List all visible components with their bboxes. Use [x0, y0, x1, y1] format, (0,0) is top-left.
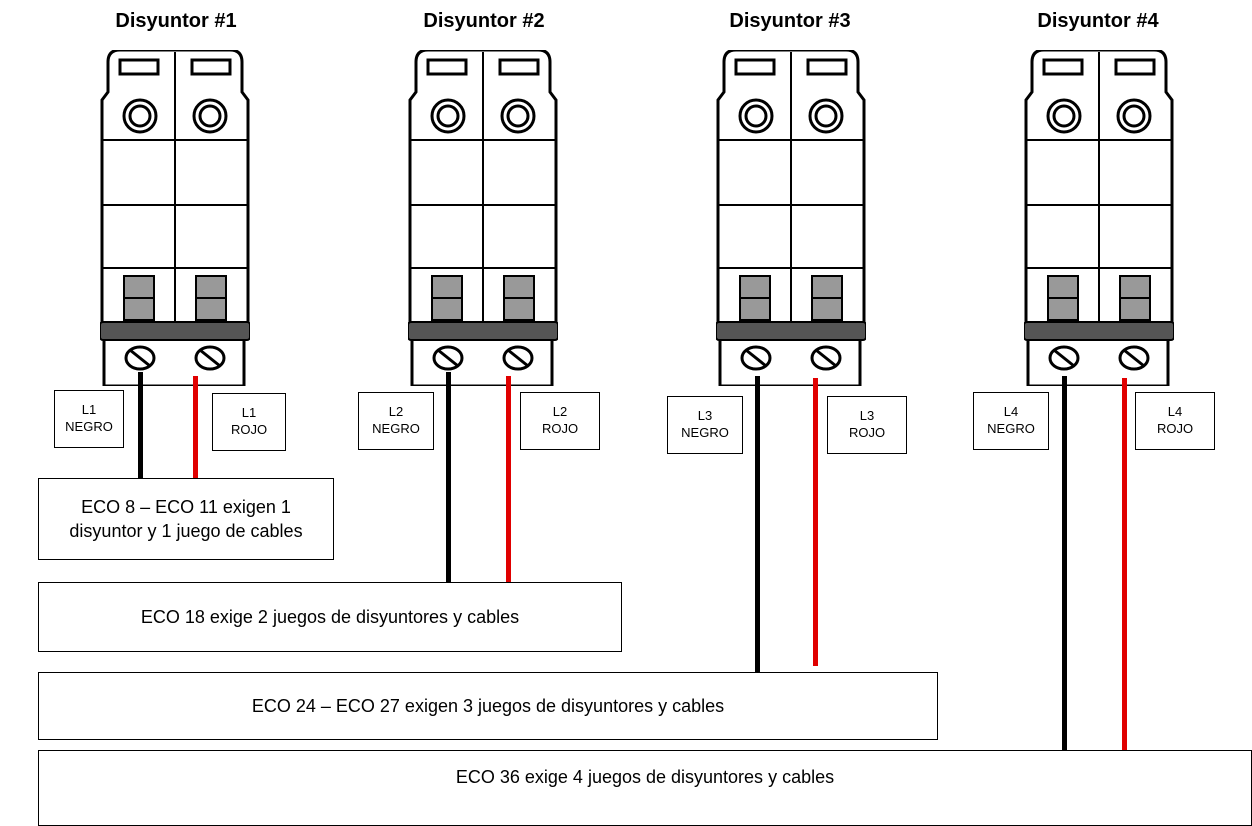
line-id: L4 [1003, 404, 1019, 419]
line-id: L2 [552, 404, 568, 419]
note-text: ECO 24 – ECO 27 exigen 3 juegos de disyu… [251, 695, 725, 716]
breaker-3-black-label: L3 NEGRO [667, 396, 743, 454]
breaker-3-black-wire [755, 376, 760, 674]
breaker-3-red-wire [813, 378, 818, 666]
breaker-1-title: Disyuntor #1 [115, 10, 237, 32]
breaker-icon [408, 50, 558, 386]
wire-color: NEGRO [681, 425, 729, 440]
breaker-2-title: Disyuntor #2 [423, 10, 545, 32]
wire-color: ROJO [541, 421, 579, 436]
breaker-4 [1024, 50, 1174, 386]
note-eco-36: ECO 36 exige 4 juegos de disyuntores y c… [38, 750, 1252, 826]
line-id: L3 [859, 408, 875, 423]
note-text: ECO 36 exige 4 juegos de disyuntores y c… [455, 767, 835, 787]
note-text: ECO 8 – ECO 11 exigen 1 disyuntor y 1 ju… [69, 497, 303, 541]
breaker-2-black-label: L2 NEGRO [358, 392, 434, 450]
note-eco-24-27: ECO 24 – ECO 27 exigen 3 juegos de disyu… [38, 672, 938, 740]
wire-color: ROJO [230, 422, 268, 437]
breaker-1-black-wire [138, 372, 143, 478]
breaker-2-red-wire [506, 376, 511, 582]
breaker-4-black-label: L4 NEGRO [973, 392, 1049, 450]
breaker-icon [100, 50, 250, 386]
breaker-4-title: Disyuntor #4 [1037, 10, 1159, 32]
breaker-icon [716, 50, 866, 386]
breaker-4-black-wire [1062, 376, 1067, 750]
line-id: L4 [1167, 404, 1183, 419]
breaker-1-black-label: L1 NEGRO [54, 390, 124, 448]
line-id: L2 [388, 404, 404, 419]
note-eco-8-11: ECO 8 – ECO 11 exigen 1 disyuntor y 1 ju… [38, 478, 334, 560]
breaker-3-red-label: L3 ROJO [827, 396, 907, 454]
breaker-3-title: Disyuntor #3 [729, 10, 851, 32]
breaker-1-red-label: L1 ROJO [212, 393, 286, 451]
wire-color: ROJO [848, 425, 886, 440]
breaker-3 [716, 50, 866, 386]
line-id: L1 [241, 405, 257, 420]
wire-color: NEGRO [65, 419, 113, 434]
note-text: ECO 18 exige 2 juegos de disyuntores y c… [140, 606, 520, 627]
wire-color: NEGRO [372, 421, 420, 436]
note-eco-18: ECO 18 exige 2 juegos de disyuntores y c… [38, 582, 622, 652]
breaker-4-red-wire [1122, 378, 1127, 750]
wire-color: NEGRO [987, 421, 1035, 436]
breaker-4-red-label: L4 ROJO [1135, 392, 1215, 450]
breaker-1-red-wire [193, 376, 198, 478]
breaker-2-black-wire [446, 372, 451, 584]
wire-color: ROJO [1156, 421, 1194, 436]
breaker-2 [408, 50, 558, 386]
line-id: L1 [81, 402, 97, 417]
breaker-1 [100, 50, 250, 386]
breaker-icon [1024, 50, 1174, 386]
line-id: L3 [697, 408, 713, 423]
breaker-2-red-label: L2 ROJO [520, 392, 600, 450]
